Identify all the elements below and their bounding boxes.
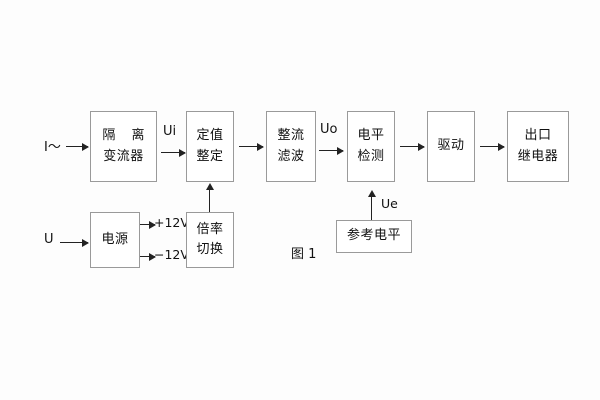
- block-output-relay-line-1: 出口: [524, 128, 552, 144]
- input-voltage-label: U: [44, 232, 54, 247]
- arrow-setting-to-rectifier: [239, 142, 264, 151]
- ue-label: Ue: [381, 196, 398, 211]
- arrow-driver-to-output-relay: [480, 142, 505, 151]
- minus-12v-label: −12V: [154, 247, 189, 262]
- block-setting-line-2: 整定: [196, 148, 224, 164]
- block-multiplier: 倍率 切换: [186, 212, 234, 268]
- block-multiplier-line-2: 切换: [196, 242, 224, 257]
- input-current-label: I～: [44, 140, 61, 155]
- block-driver-line-1: 驱动: [437, 138, 465, 154]
- arrow-input-to-power: [60, 238, 89, 247]
- arrow-reference-to-level-detect: [367, 190, 376, 220]
- arrow-power-minus12v: [140, 252, 156, 261]
- arrow-power-plus12v: [140, 220, 156, 229]
- arrow-input-to-isolation: [66, 142, 89, 151]
- block-isolation: 隔 离 变流器: [90, 111, 157, 182]
- block-reference: 参考电平: [336, 220, 412, 253]
- block-reference-line-1: 参考电平: [346, 228, 401, 244]
- arrow-rectifier-to-level-detect: [319, 146, 344, 155]
- block-isolation-line-1: 隔 离: [102, 128, 151, 144]
- plus-12v-label: +12V: [154, 215, 189, 230]
- block-level-detect: 电平 检测: [347, 111, 395, 182]
- arrow-isolation-to-setting: [161, 148, 186, 157]
- arrow-multiplier-to-setting: [205, 183, 214, 212]
- block-driver: 驱动: [427, 111, 475, 182]
- block-rectifier: 整流 滤波: [266, 111, 316, 182]
- block-rectifier-line-1: 整流: [277, 128, 305, 144]
- ui-label: Ui: [163, 124, 177, 139]
- block-power: 电源: [90, 212, 140, 268]
- block-rectifier-line-2: 滤波: [277, 148, 305, 164]
- uo-label: Uo: [320, 122, 338, 137]
- block-isolation-line-2: 变流器: [103, 148, 144, 164]
- block-level-detect-line-1: 电平: [357, 128, 385, 144]
- block-setting-line-1: 定值: [196, 128, 224, 144]
- block-level-detect-line-2: 检测: [357, 148, 385, 164]
- block-setting: 定值 整定: [186, 111, 234, 182]
- figure-caption: 图 1: [291, 247, 317, 262]
- block-multiplier-line-1: 倍率: [196, 221, 224, 237]
- arrow-level-detect-to-driver: [400, 142, 425, 151]
- block-output-relay: 出口 继电器: [507, 111, 569, 182]
- block-output-relay-line-2: 继电器: [517, 148, 559, 164]
- block-power-line-1: 电源: [101, 231, 129, 247]
